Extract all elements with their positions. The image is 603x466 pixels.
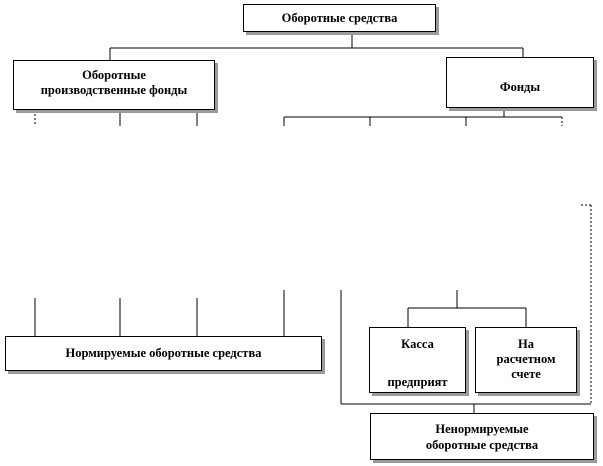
node-normed-capital: Нормируемые оборотные средства [5,336,322,371]
node-funds-label: Фонды [499,80,541,94]
node-cash-line2: предприят [387,375,448,389]
node-settlement-account: На расчетном счете [475,327,577,393]
node-working-capital-label: Оборотные средства [281,11,398,25]
node-cash-line1: Касса [401,337,434,351]
node-settlement-account-line2: расчетном [496,352,556,366]
node-normed-capital-label: Нормируемые оборотные средства [65,346,262,360]
node-settlement-account-line3: счете [511,367,541,381]
node-nonnormed-capital: Ненормируемые оборотные средства [370,413,594,460]
node-cash: Касса предприят [369,327,466,393]
node-settlement-account-line1: На [518,337,534,351]
node-production-funds: Оборотные производственные фонды [13,60,215,110]
node-production-funds-line1: Оборотные [82,68,146,82]
node-nonnormed-line2: оборотные средства [425,438,539,452]
node-nonnormed-line1: Ненормируемые [435,422,529,436]
node-production-funds-line2: производственные фонды [40,83,188,97]
node-working-capital: Оборотные средства [243,4,436,32]
node-funds: Фонды [446,57,594,108]
